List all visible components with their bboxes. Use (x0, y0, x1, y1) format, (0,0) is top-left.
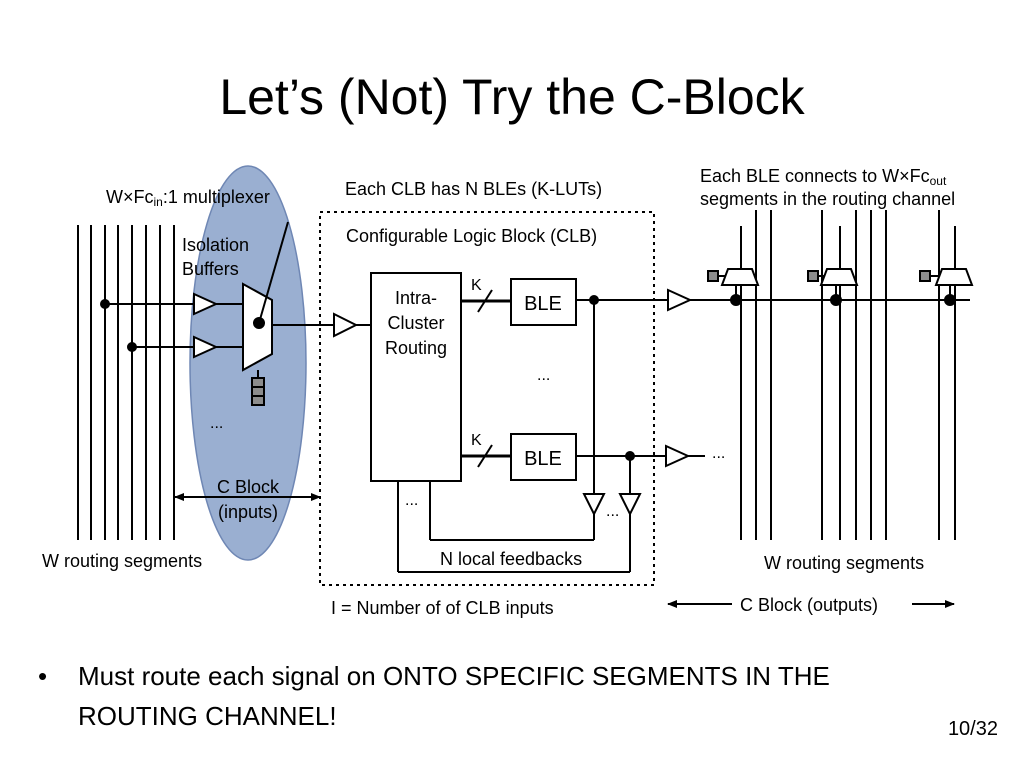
intra-cluster-routing-box (370, 272, 462, 482)
intra-cluster-label: Cluster (387, 313, 444, 333)
ble-label: BLE (524, 448, 562, 470)
bullet-text: Must route each signal on ONTO SPECIFIC … (78, 661, 830, 731)
ble-box (510, 278, 577, 326)
ble-label: BLE (524, 293, 562, 315)
left-routing-segments (77, 225, 175, 540)
mux-label: W×Fcin:1 multiplexer (106, 187, 270, 209)
tap-dot (589, 295, 599, 305)
k-label: K (471, 277, 482, 294)
each-ble-label: segments in the routing channel (700, 189, 955, 209)
tap-dot (100, 299, 110, 309)
bullet-point-icon: • (38, 661, 48, 691)
clb-boundary (319, 211, 655, 586)
ellipsis: ... (210, 415, 223, 432)
intra-cluster-label: Routing (385, 338, 447, 358)
ble-outputs (397, 288, 970, 573)
ellipsis: ... (606, 503, 619, 520)
c-block-inputs-label: C Block (217, 477, 280, 497)
i-inputs-label: I = Number of of CLB inputs (331, 598, 554, 618)
w-routing-right-label: W routing segments (764, 553, 924, 573)
tap-dot (127, 342, 137, 352)
ble-group (461, 278, 577, 481)
isolation-label: Isolation (182, 235, 249, 255)
ellipsis: ... (712, 445, 725, 462)
ellipsis: ... (537, 367, 550, 384)
intra-cluster-label: Intra- (395, 288, 437, 308)
input-multiplexer (242, 221, 371, 406)
c-block-outputs-label: C Block (outputs) (740, 595, 878, 615)
w-routing-left-label: W routing segments (42, 551, 202, 571)
diagram: W×Fcin:1 multiplexer Isolation Buffers .… (42, 165, 974, 618)
ellipsis: ... (405, 492, 418, 509)
each-ble-label: Each BLE connects to W×Fcout (700, 166, 947, 188)
slide-title: Let’s (Not) Try the C-Block (219, 69, 805, 125)
isolation-buffers (105, 292, 243, 359)
right-routing-segments (740, 210, 956, 540)
each-clb-label: Each CLB has N BLEs (K-LUTs) (345, 179, 602, 199)
tap-dot (625, 451, 635, 461)
n-local-feedbacks-label: N local feedbacks (440, 549, 582, 569)
page-number: 10/32 (947, 718, 998, 740)
k-label: K (471, 432, 482, 449)
clb-title: Configurable Logic Block (CLB) (346, 226, 597, 246)
c-block-inputs-label: (inputs) (218, 502, 278, 522)
isolation-label: Buffers (182, 259, 239, 279)
output-multiplexers (707, 268, 974, 306)
